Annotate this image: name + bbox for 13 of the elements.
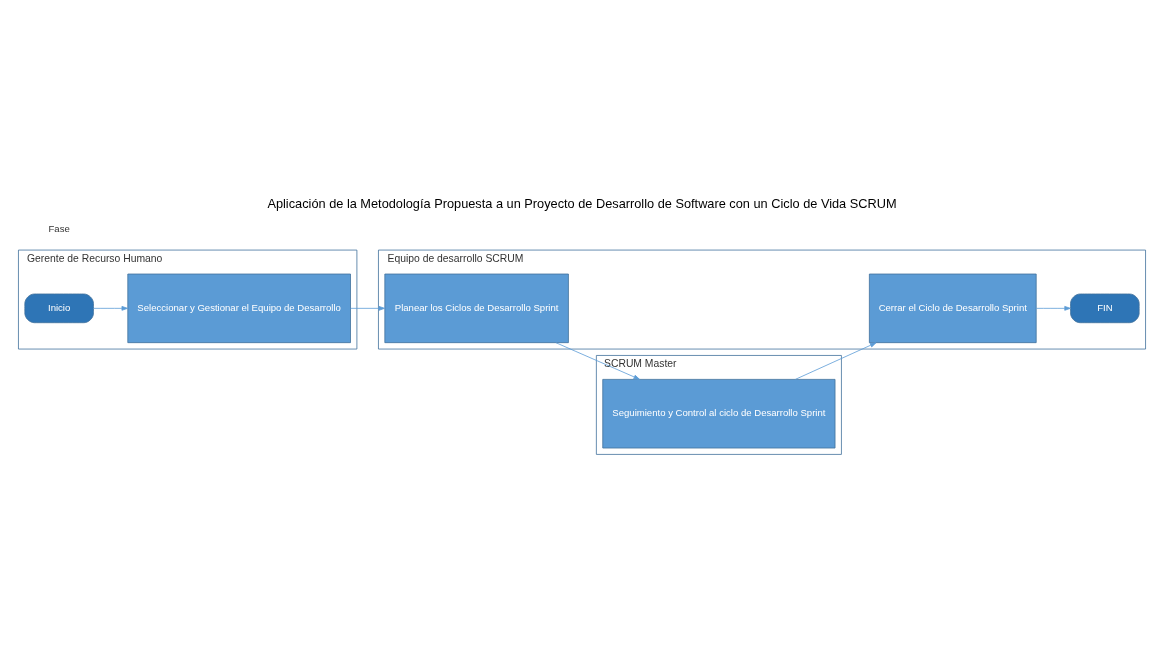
node-box: Planear los Ciclos de Desarrollo Sprint xyxy=(384,273,569,344)
arrow xyxy=(1035,306,1071,311)
node-box: Seleccionar y Gestionar el Equipo de Desarrollo xyxy=(127,273,351,344)
arrow xyxy=(795,342,877,380)
diagram-title: Aplicación de la Metodología Propuesta a un Proyecto de Desarrollo de Software con un Ciclo de Vida SCRUM xyxy=(267,195,897,211)
node-box: Cerrar el Ciclo de Desarrollo Sprint xyxy=(868,273,1037,344)
node-box: Seguimiento y Control al ciclo de Desarrollo Sprint xyxy=(602,379,836,449)
label: Fase xyxy=(48,222,70,234)
arrow xyxy=(350,306,385,311)
arrow xyxy=(555,342,640,380)
node-box: FIN xyxy=(1070,293,1140,324)
node-box: Inicio xyxy=(24,293,94,324)
arrow xyxy=(93,306,128,311)
